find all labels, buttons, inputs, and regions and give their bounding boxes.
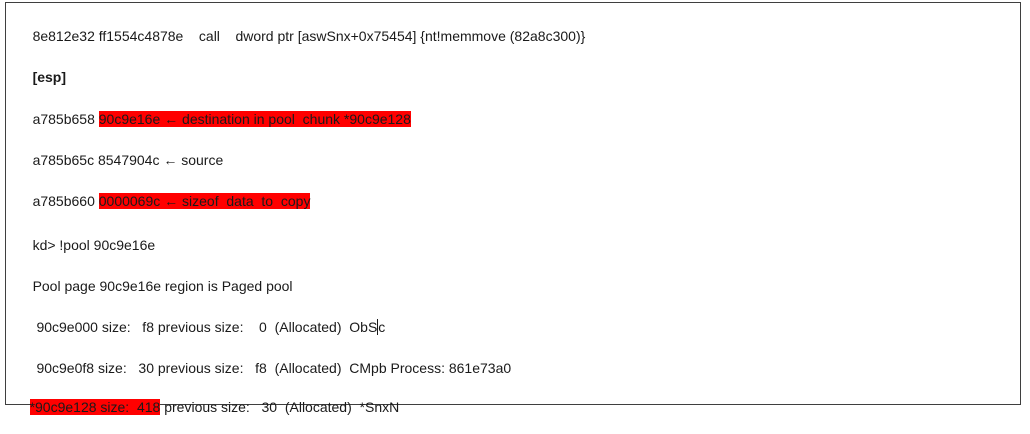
size-address: a785b660	[32, 193, 99, 209]
document-frame: 8e812e32 ff1554c4878e call dword ptr [as…	[5, 2, 1021, 415]
source-text: a785b65c 8547904c ← source	[32, 152, 224, 168]
memmove-call-line: 8e812e32 ff1554c4878e call dword ptr [as…	[17, 9, 586, 63]
destination-address: a785b658	[32, 111, 99, 127]
memmove-call-text: 8e812e32 ff1554c4878e call dword ptr [as…	[32, 28, 586, 44]
pool-entry-snxn: *90c9e128 size: 418 previous size: 30 (A…	[14, 380, 399, 434]
destination-highlight: 90c9e16e ← destination in pool chunk *90…	[98, 111, 411, 127]
pool-command-line: kd> !pool 90c9e16e	[17, 218, 156, 272]
pool-command-text: kd> !pool 90c9e16e	[32, 237, 156, 253]
pool-entry-snxn-text: previous size: 30 (Allocated) *SnxN	[160, 399, 400, 415]
esp-label-line: [esp]	[17, 50, 66, 104]
pool-page-line: Pool page 90c9e16e region is Paged pool	[17, 259, 293, 313]
pool-entry-obsc: 90c9e000 size: f8 previous size: 0 (Allo…	[17, 300, 385, 354]
size-line: a785b660 0000069c ← sizeof data to copy	[17, 174, 311, 228]
esp-label-text: [esp]	[32, 69, 67, 85]
pool-entry-cmpb-text: 90c9e0f8 size: 30 previous size: f8 (All…	[32, 360, 512, 376]
pool-page-text: Pool page 90c9e16e region is Paged pool	[32, 278, 293, 294]
pool-entry-cmpb: 90c9e0f8 size: 30 previous size: f8 (All…	[17, 341, 511, 395]
pool-entry-snxn-highlight: *90c9e128 size: 418	[29, 399, 161, 415]
text-cursor	[377, 319, 379, 335]
size-highlight: 0000069c ← sizeof data to copy	[98, 193, 311, 209]
source-line: a785b65c 8547904c ← source	[17, 133, 224, 187]
destination-line: a785b658 90c9e16e ← destination in pool …	[17, 92, 411, 146]
pool-entry-obsc-tail: c	[378, 319, 386, 335]
pool-entry-obsc-text: 90c9e000 size: f8 previous size: 0 (Allo…	[32, 319, 378, 335]
